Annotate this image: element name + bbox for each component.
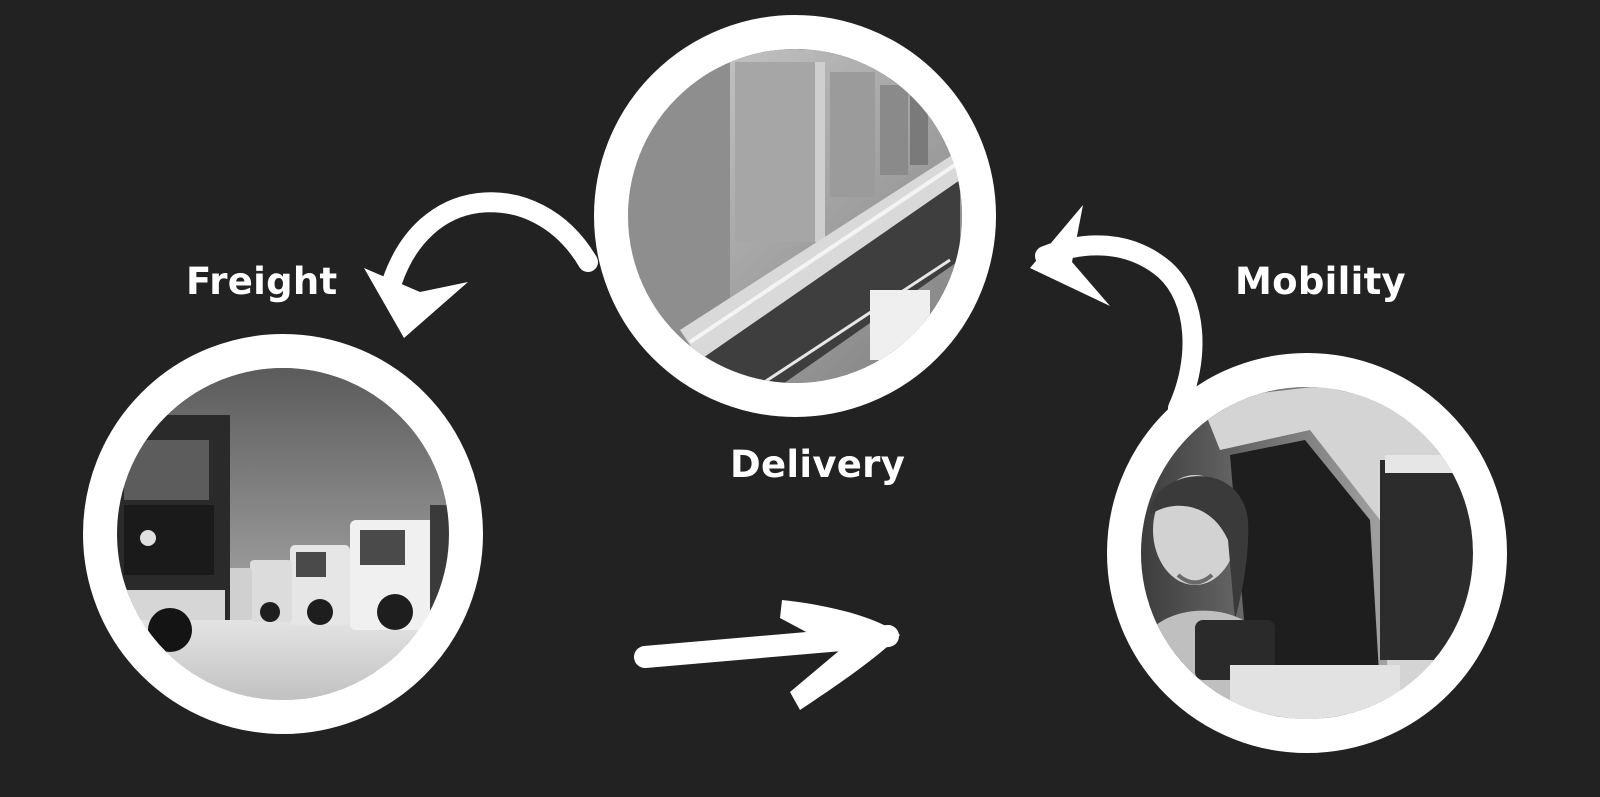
label-mobility: Mobility [1235,260,1406,303]
arrow-delivery-to-freight [364,192,598,338]
freight-ring [83,334,483,734]
label-freight: Freight [186,260,338,303]
delivery-ring [594,15,996,417]
mobility-ring [1107,353,1507,753]
arrow-mobility-to-delivery [1030,205,1203,418]
mobility-photo [1141,387,1473,719]
arrow-freight-to-mobility [634,600,900,710]
label-delivery: Delivery [730,443,906,486]
delivery-node [594,15,996,417]
mobility-node [1107,353,1507,753]
freight-photo [117,368,449,700]
freight-node [83,334,483,734]
